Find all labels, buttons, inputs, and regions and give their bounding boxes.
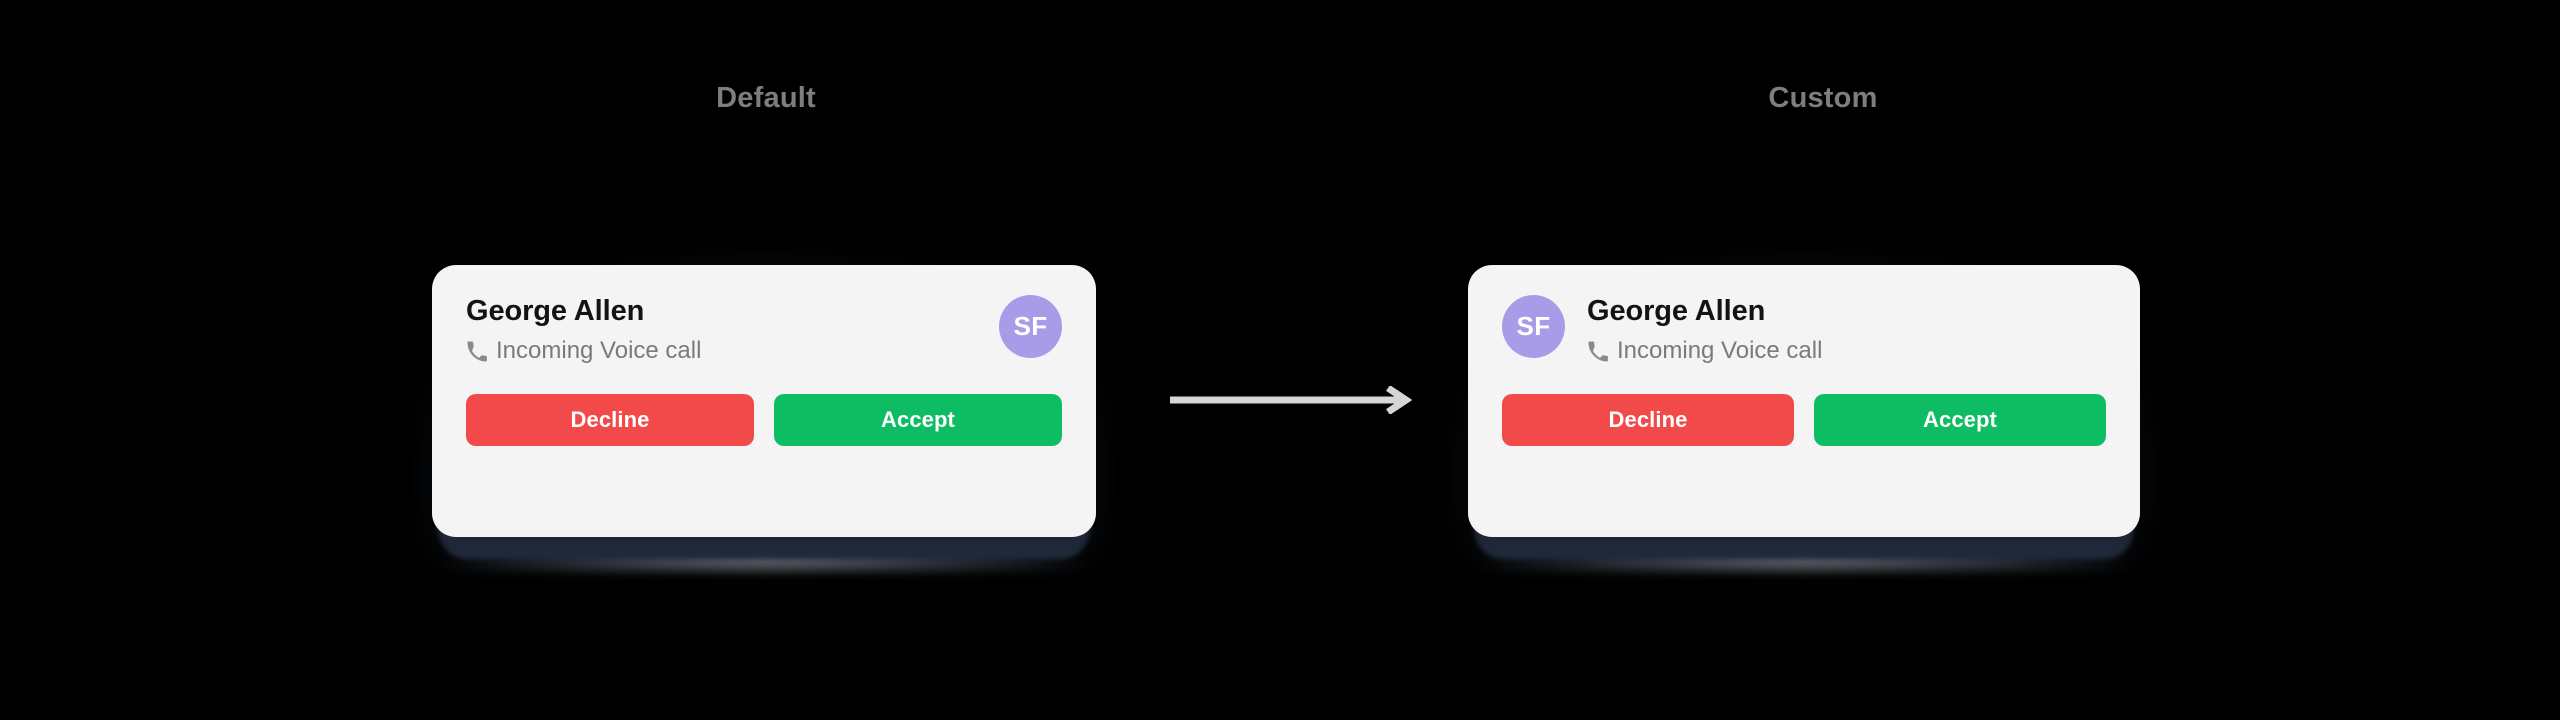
notification-card-custom[interactable]: George Allen Incoming Voice call SF Decl… xyxy=(1468,265,2140,537)
notification-card-custom-wrapper: George Allen Incoming Voice call SF Decl… xyxy=(1468,265,2140,537)
arrow-right-icon xyxy=(1168,386,1412,414)
card-header: George Allen Incoming Voice call SF xyxy=(1502,295,2106,366)
caller-info: George Allen Incoming Voice call xyxy=(1587,295,1822,366)
call-status: Incoming Voice call xyxy=(1587,337,1822,366)
decline-button[interactable]: Decline xyxy=(466,393,754,446)
column-heading-default: Default xyxy=(716,82,816,114)
notification-card-default-wrapper: George Allen Incoming Voice call SF Decl… xyxy=(432,265,1096,537)
notification-card-default[interactable]: George Allen Incoming Voice call SF Decl… xyxy=(432,265,1096,537)
avatar[interactable]: SF xyxy=(999,295,1062,358)
caller-name: George Allen xyxy=(466,295,645,327)
caller-name: George Allen xyxy=(1587,295,1766,327)
accept-button[interactable]: Accept xyxy=(774,393,1062,446)
avatar[interactable]: SF xyxy=(1502,295,1565,358)
phone-icon xyxy=(1587,341,1609,363)
caller-info: George Allen Incoming Voice call xyxy=(466,295,999,366)
call-status: Incoming Voice call xyxy=(466,337,999,366)
card-header: George Allen Incoming Voice call SF xyxy=(466,295,1062,366)
call-actions: Decline Accept xyxy=(466,393,1062,446)
call-actions: Decline Accept xyxy=(1502,393,2106,446)
decline-button[interactable]: Decline xyxy=(1502,393,1794,446)
column-heading-custom: Custom xyxy=(1768,82,1878,114)
phone-icon xyxy=(466,341,488,363)
accept-button[interactable]: Accept xyxy=(1814,393,2106,446)
call-status-label: Incoming Voice call xyxy=(496,337,702,365)
call-status-label: Incoming Voice call xyxy=(1617,337,1823,365)
